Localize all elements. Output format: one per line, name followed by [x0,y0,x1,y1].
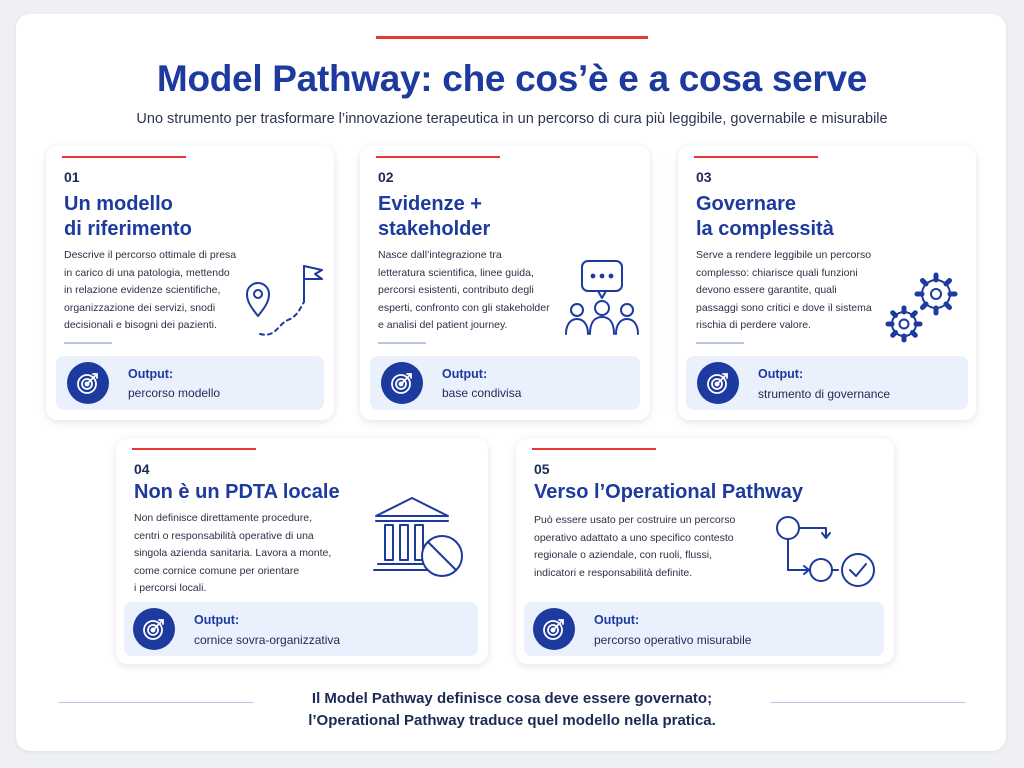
card-text-line: singola azienda sanitaria. Lavora a mont… [134,547,332,559]
card-text-line: in relazione evidenze scientifiche, [64,284,221,296]
output-label: Output: [442,367,488,381]
card-description: Non definisce direttamente procedure, ce… [134,510,331,598]
output-box: Output: percorso modello [56,356,324,410]
card-description: Descrive il percorso ottimale di presa i… [64,247,236,335]
target-arrow-icon [381,362,423,404]
card-02: 02 Evidenze + stakeholder Nasce dall’int… [360,146,650,420]
output-box: Output: percorso operativo misurabile [524,602,884,656]
card-text-line: i percorsi locali. [134,582,207,594]
card-text-line: Nasce dall’integrazione tra [378,249,502,261]
card-title-line: la complessità [696,218,834,240]
card-text-line: Serve a rendere leggibile un percorso [696,249,872,261]
card-title: Non è un PDTA locale [134,480,340,505]
card-text-line: letteratura scientifica, linee guida, [378,266,534,279]
card-rule [62,156,186,158]
header-rule [376,36,648,39]
output-label: Output: [194,613,240,627]
card-rule [132,448,256,450]
institution-no-icon [373,497,463,577]
card-number: 01 [64,169,80,185]
flow-check-icon [776,516,875,587]
card-text-line: Non definisce direttamente procedure, [134,512,313,524]
output-label: Output: [594,613,640,627]
card-number: 02 [378,169,394,185]
card-title: Verso l’Operational Pathway [534,480,803,505]
footer-line: l’Operational Pathway traduce quel model… [308,712,716,729]
card-text-line: indicatori e responsabilità definite. [534,566,693,579]
map-pin-flag-icon [246,265,323,336]
card-text-line: centri o responsabilità operative di una [134,529,314,542]
card-text-line: rischia di perdere valore. [696,319,811,331]
card-text-line: passaggi sono critici e dove il sistema [696,301,872,314]
card-text-line: in carico di una patologia, mettendo [64,266,230,279]
card-text-line: e analisi del patient journey. [378,319,508,331]
card-title: Governare la complessità [696,192,834,242]
footer-rule-left [58,702,254,703]
card-rule [376,156,500,158]
card-title-line: di riferimento [64,218,192,240]
card-04: 04 Non è un PDTA locale Non definisce di… [116,438,488,664]
card-description: Nasce dall’integrazione tra letteratura … [378,247,550,335]
card-text-line: come cornice comune per orientare [134,564,300,577]
card-divider [64,342,112,344]
page-title: Model Pathway: che cos’è e a cosa serve [156,58,868,99]
output-value: strumento di governance [758,387,891,401]
card-divider [378,342,426,344]
output-label: Output: [128,367,174,381]
card-title-line: Evidenze + [378,193,482,215]
footer-statement: Il Model Pathway definisce cosa deve ess… [0,688,1024,732]
card-title-line: Non è un PDTA locale [134,481,340,503]
card-text-line: Può essere usato per costruire un percor… [534,514,736,526]
people-chat-icon [565,260,639,335]
output-box: Output: base condivisa [370,356,640,410]
card-05: 05 Verso l’Operational Pathway Può esser… [516,438,894,664]
card-text-line: operativo adattato a uno specifico conte… [534,531,734,544]
output-label: Output: [758,367,804,381]
card-number: 05 [534,461,550,477]
card-text-line: devono essere garantite, quali [696,284,837,296]
card-text-line: regionale o aziendale, con ruoli, flussi… [534,549,713,561]
card-title: Un modello di riferimento [64,192,192,242]
card-text-line: percorsi esistenti, contributo degli [378,284,534,296]
card-number: 03 [696,169,712,185]
card-title-line: Governare [696,193,797,215]
output-value: base condivisa [442,386,522,400]
card-title: Evidenze + stakeholder [378,192,490,242]
output-value: cornice sovra-organizzativa [194,633,341,647]
target-arrow-icon [133,608,175,650]
card-text-line: complesso: chiarisce quali funzioni [696,266,858,279]
card-03: 03 Governare la complessità Serve a rend… [678,146,976,420]
output-value: percorso operativo misurabile [594,633,752,647]
card-title-line: Verso l’Operational Pathway [534,481,803,503]
target-arrow-icon [533,608,575,650]
card-description: Può essere usato per costruire un percor… [534,512,735,582]
output-box: Output: strumento di governance [686,356,968,410]
target-arrow-icon [697,362,739,404]
card-rule [532,448,656,450]
gears-icon [885,272,958,343]
card-title-line: stakeholder [378,218,491,240]
card-divider [696,342,744,344]
page-subtitle: Uno strumento per trasformare l’innovazi… [136,111,888,127]
card-rule [694,156,818,158]
card-text-line: organizzazione dei servizi, snodi [64,301,216,314]
card-text-line: decisionali e bisogni dei pazienti. [64,319,217,331]
card-01: 01 Un modello di riferimento Descrive il… [46,146,334,420]
output-box: Output: cornice sovra-organizzativa [124,602,478,656]
footer-line: Il Model Pathway definisce cosa deve ess… [311,690,713,707]
target-arrow-icon [67,362,109,404]
card-number: 04 [134,461,150,477]
footer-rule-right [770,702,966,703]
card-text-line: Descrive il percorso ottimale di presa [64,249,237,261]
output-value: percorso modello [128,386,221,400]
card-title-line: Un modello [64,193,173,215]
card-description: Serve a rendere leggibile un percorso co… [696,247,872,335]
card-text-line: esperti, confronto con gli stakeholder [378,301,550,314]
